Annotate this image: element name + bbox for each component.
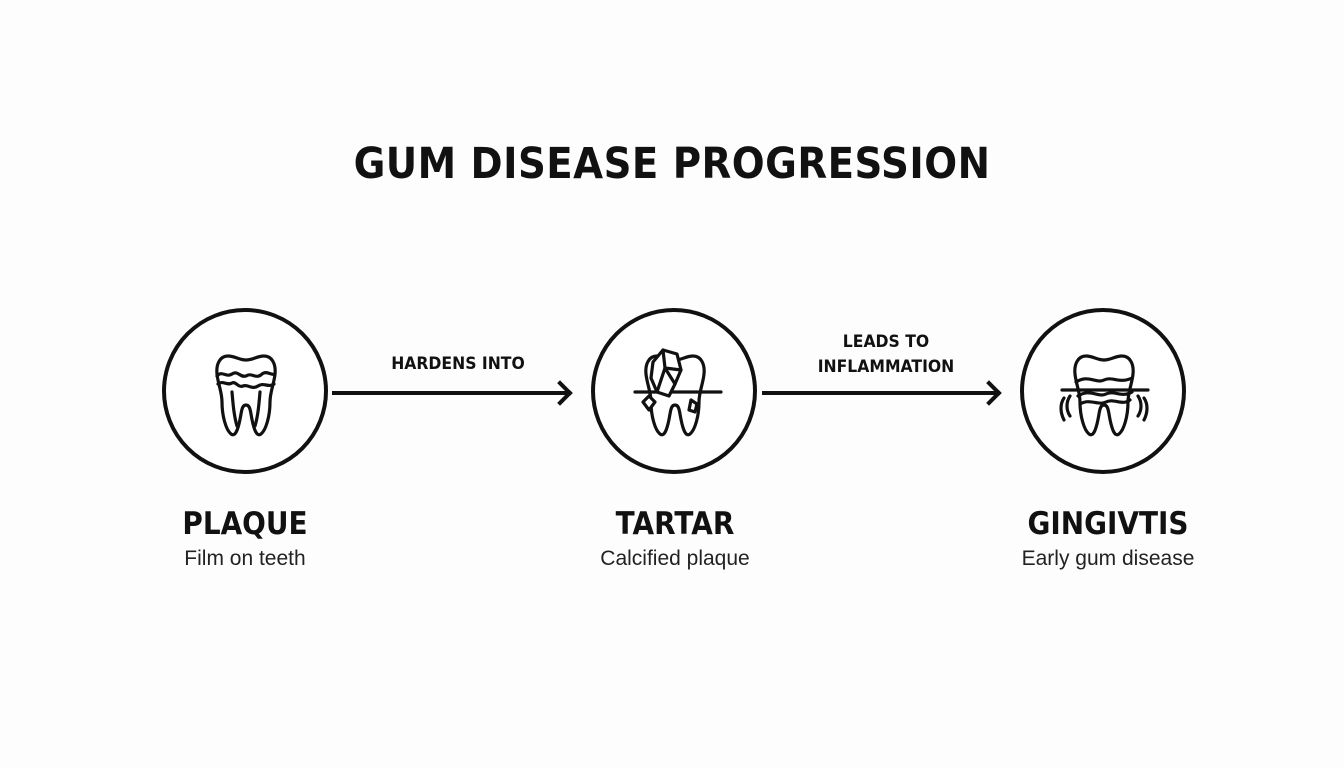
stage-desc-gingivitis: Early gum disease [1021,547,1195,570]
stage-circle-tartar [591,308,757,474]
stage-title-gingivitis: GINGIVTIS [1027,506,1189,542]
stage-circle-gingivitis [1020,308,1186,474]
connector-line-2 [762,391,998,395]
stage-title-plaque: PLAQUE [182,506,308,542]
connector-line-1 [332,391,568,395]
stage-desc-plaque: Film on teeth [184,547,306,570]
tooth-plaque-icon [215,354,277,437]
connector-label-2-line2: INFLAMMATION [817,357,955,377]
tooth-gingivitis-icon [1059,354,1150,437]
connector-label-1: HARDENS INTO [368,352,548,377]
connector-label-2: LEADS TO INFLAMMATION [794,330,978,380]
connector-label-1-line1: HARDENS INTO [391,354,525,374]
arrow-right-icon [547,380,573,406]
arrow-right-icon [976,380,1002,406]
stage-circle-plaque [162,308,328,474]
connector-label-2-line1: LEADS TO [842,332,930,352]
diagram-title: GUM DISEASE PROGRESSION [353,139,991,189]
tooth-tartar-icon [633,348,723,437]
stage-desc-tartar: Calcified plaque [600,547,750,570]
stage-title-tartar: TARTAR [615,506,735,542]
